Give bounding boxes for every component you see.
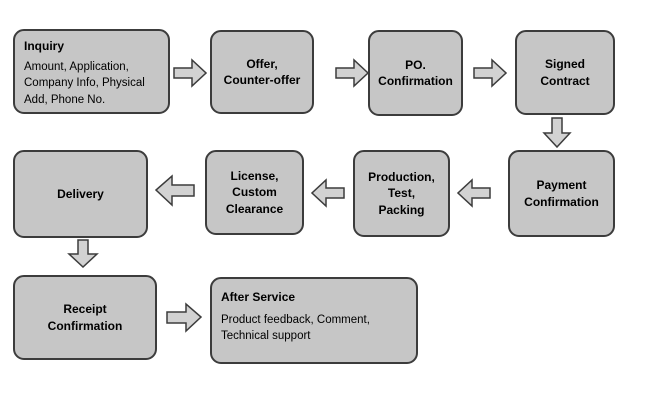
node-po-confirmation-label: PO. Confirmation — [378, 57, 453, 88]
node-delivery: Delivery — [13, 150, 148, 238]
node-offer: Offer, Counter-offer — [210, 30, 314, 114]
node-inquiry-details: Amount, Application, Company Info, Physi… — [24, 61, 145, 106]
node-signed-contract-label: Signed Contract — [540, 57, 590, 88]
arrow-license-to-delivery-icon — [155, 174, 195, 207]
node-receipt-confirmation-label: Receipt Confirmation — [47, 302, 123, 333]
node-after-service-details: Product feedback, Comment, Technical sup… — [221, 314, 370, 343]
arrow-offer-to-po-icon — [335, 58, 369, 88]
arrow-payment-to-production-icon — [457, 178, 491, 208]
node-inquiry-title: Inquiry — [24, 39, 65, 53]
node-po-confirmation: PO. Confirmation — [368, 30, 463, 116]
node-signed-contract: Signed Contract — [515, 30, 615, 115]
node-offer-label: Offer, Counter-offer — [223, 56, 301, 87]
node-after-service-title: After Service — [221, 290, 296, 304]
arrow-po-to-signed-contract-icon — [473, 58, 507, 88]
node-production: Production, Test, Packing — [353, 150, 450, 237]
arrow-signed-contract-to-payment-icon — [542, 117, 572, 148]
node-delivery-label: Delivery — [57, 186, 104, 201]
node-production-label: Production, Test, Packing — [368, 170, 435, 217]
node-payment-confirmation: Payment Confirmation — [508, 150, 615, 237]
arrow-receipt-to-after-service-icon — [166, 302, 202, 333]
node-inquiry: Inquiry Amount, Application, Company Inf… — [13, 29, 170, 114]
node-payment-confirmation-label: Payment Confirmation — [524, 178, 599, 209]
node-license-label: License, Custom Clearance — [225, 169, 284, 216]
arrow-inquiry-to-offer-icon — [173, 58, 207, 88]
node-receipt-confirmation: Receipt Confirmation — [13, 275, 157, 360]
arrow-delivery-to-receipt-icon — [67, 239, 99, 268]
arrow-production-to-license-icon — [311, 178, 345, 208]
node-after-service: After Service Product feedback, Comment,… — [210, 277, 418, 364]
node-license: License, Custom Clearance — [205, 150, 304, 235]
